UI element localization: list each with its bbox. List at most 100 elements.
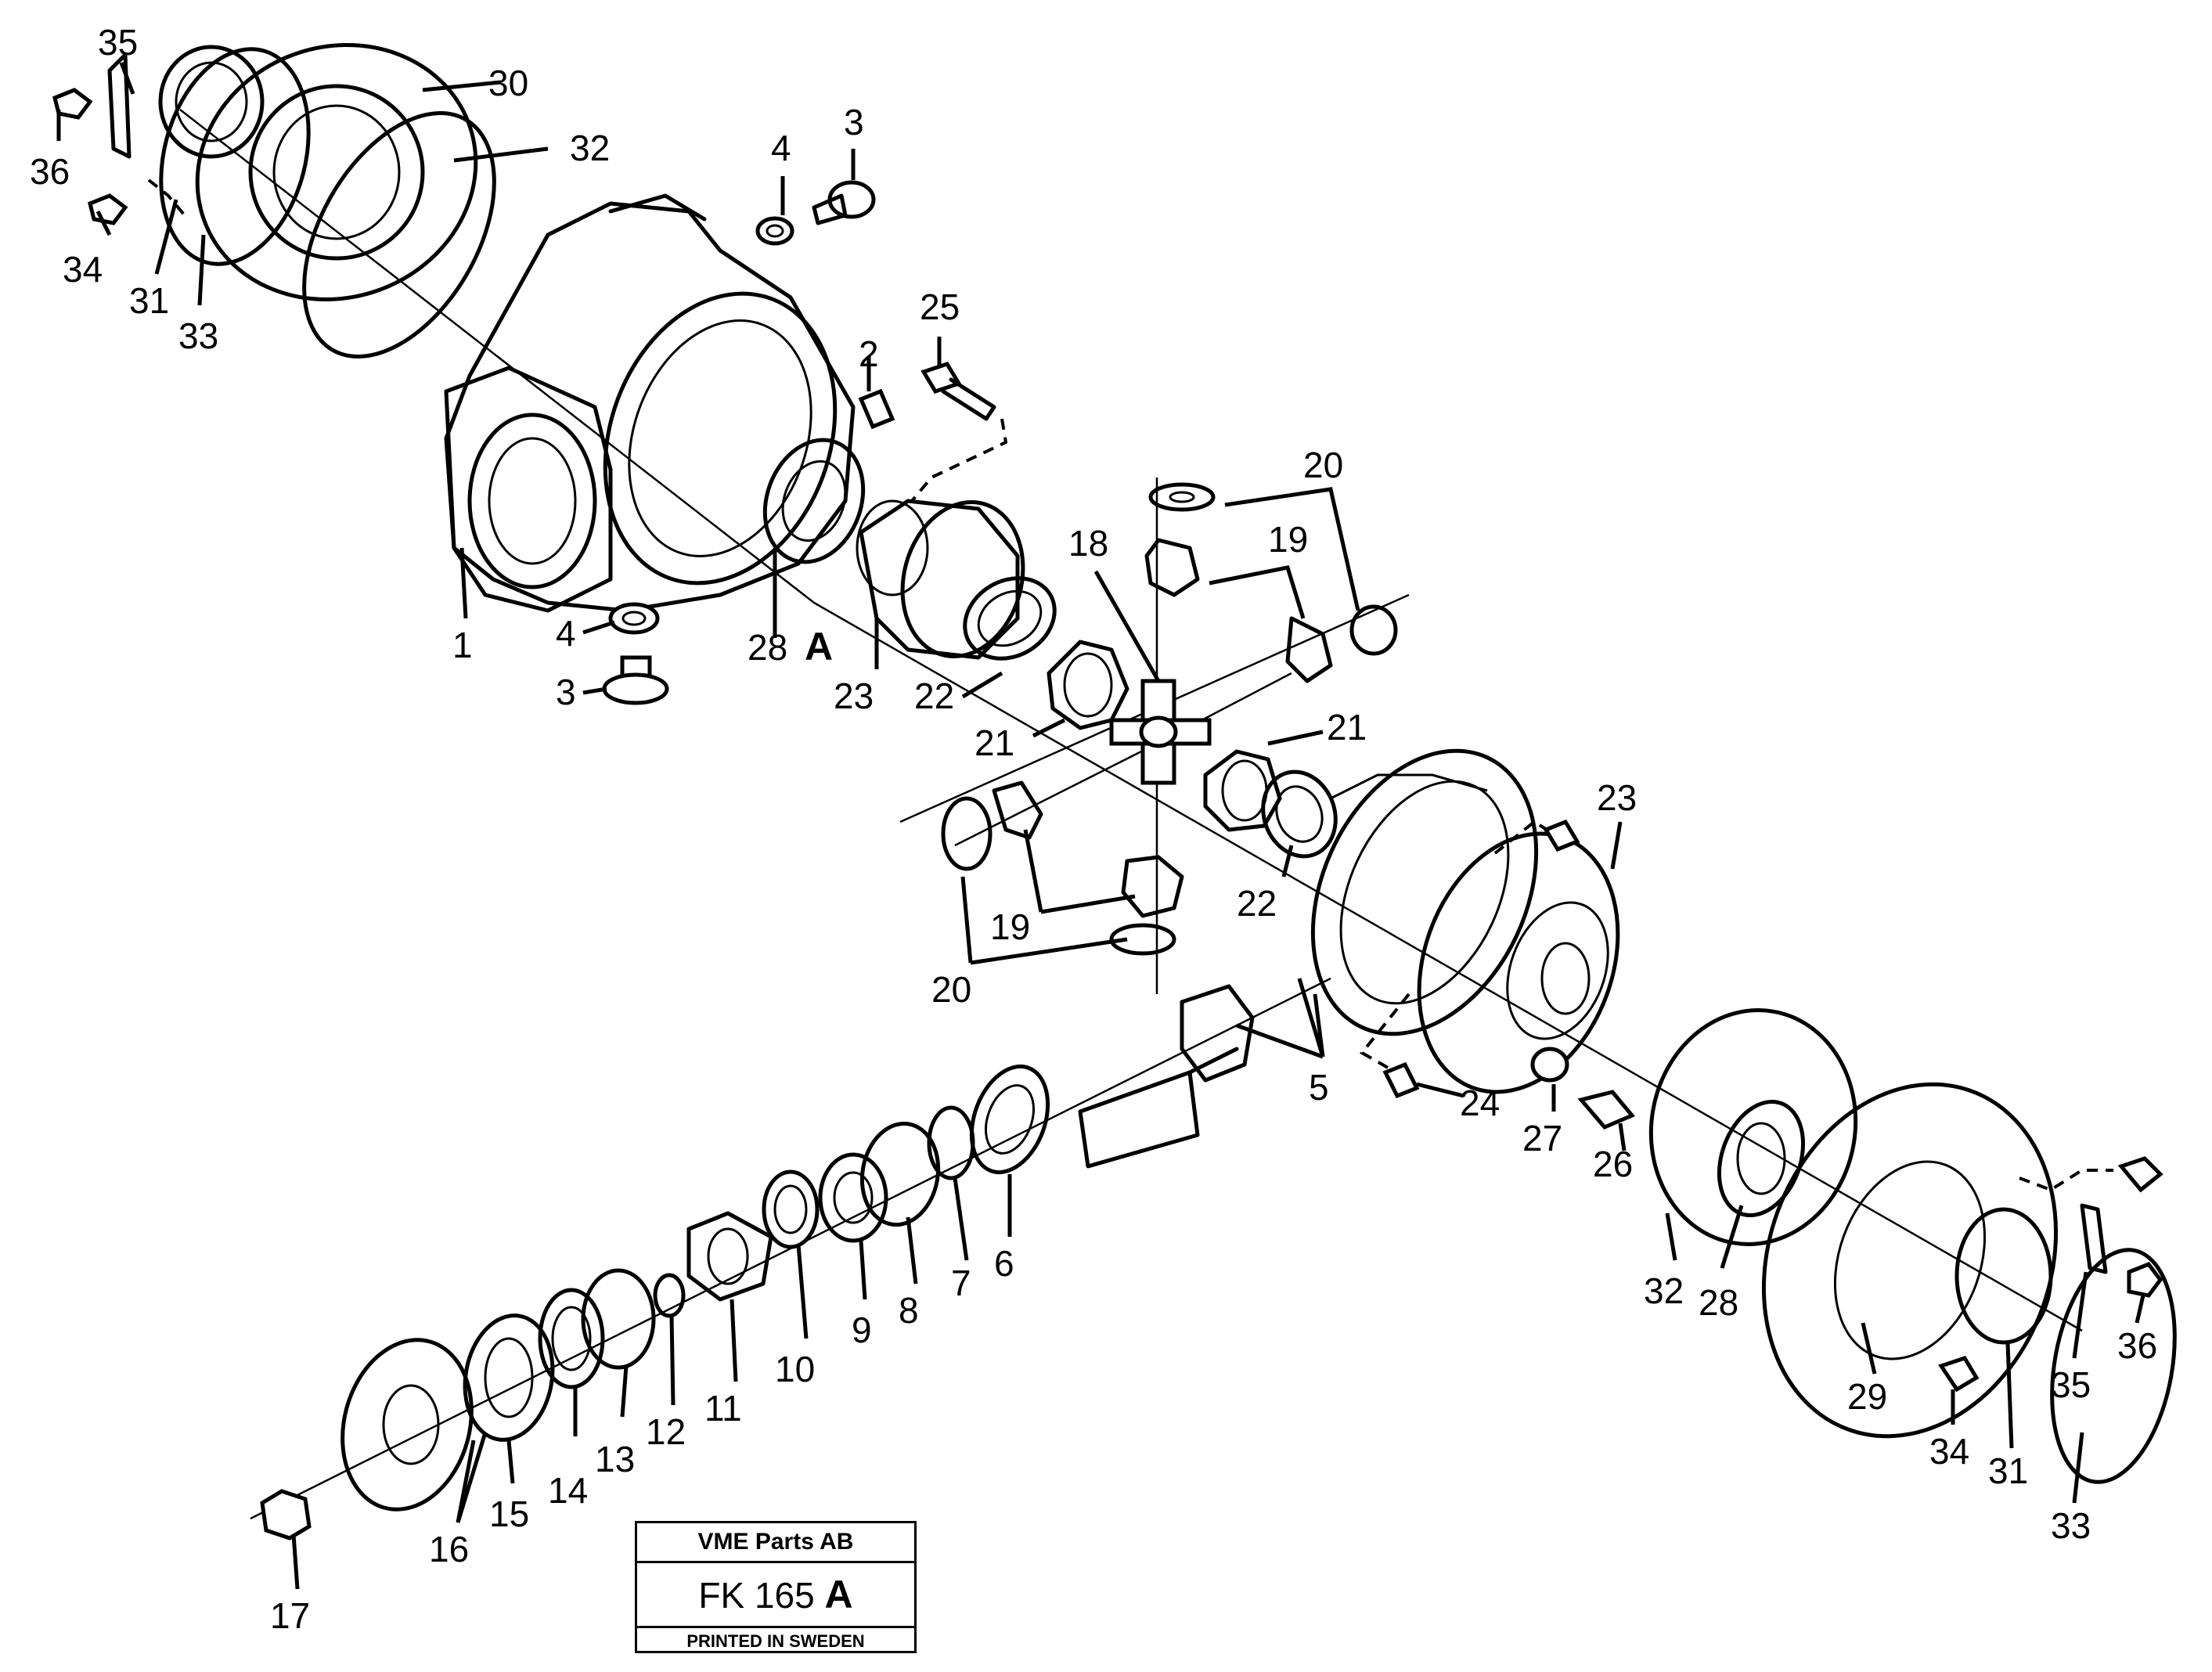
dowel-pin [858,388,895,430]
callout-4-bottom: 4 [556,613,576,654]
callout-21-lower: 21 [1327,707,1367,748]
bolt-25 [920,361,996,421]
callout-14: 14 [548,1470,588,1511]
axle-housing [444,193,856,613]
callout-36-right: 36 [2117,1325,2157,1366]
left-bearing-cap [52,43,496,359]
callout-26: 26 [1593,1144,1633,1184]
nut-17 [260,1489,312,1540]
bolt-34-right [1938,1355,1980,1393]
title-block: VME Parts AB FK 165 A PRINTED IN SWEDEN [635,1521,917,1653]
seal-33-right [2050,1248,2177,1484]
callout-33-right: 33 [2051,1505,2091,1546]
spacer-9 [818,1152,888,1243]
callout-29: 29 [1847,1376,1887,1417]
callout-32-right: 32 [1644,1270,1684,1311]
callout-28-left: 28 [748,627,787,668]
pinion-gear-19-right [1285,604,1398,683]
callout-35-left: 35 [98,22,138,63]
shim-8 [859,1121,941,1227]
plug-and-washer-bottom [602,602,669,705]
callout-2: 2 [859,333,879,374]
callout-22-lower: 22 [1237,883,1277,924]
callout-7: 7 [951,1263,971,1303]
callout-30: 30 [488,63,528,103]
callout-22-upper: 22 [914,676,954,716]
callout-24: 24 [1460,1083,1500,1123]
title-block-company: VME Parts AB [637,1523,914,1563]
callout-13: 13 [595,1439,635,1479]
plug-and-washer-top [755,180,876,246]
callout-16: 16 [429,1529,469,1569]
crown-wheel [1310,748,1539,1036]
side-gear-21-upper [1047,640,1129,730]
thrust-washer-22-lower [1261,769,1338,859]
title-block-printed: PRINTED IN SWEDEN [686,1631,865,1651]
callout-23-left: 23 [834,676,874,716]
callout-5: 5 [1309,1067,1329,1108]
detail-a-label: A [805,625,833,668]
differential-case-half-left [856,499,1025,660]
drive-pinion [1078,984,1255,1169]
callout-18: 18 [1068,523,1108,564]
callout-33-left: 33 [178,315,218,356]
callout-11: 11 [704,1388,742,1429]
lock-plate-35-right [2080,1203,2108,1274]
left-bearing-cap-seal [159,47,311,266]
callout-19-top: 19 [1268,519,1308,560]
callout-9: 9 [852,1310,872,1350]
bearing-cup-14 [538,1288,605,1389]
leader-lines [56,62,2145,1590]
o-ring-12 [653,1273,686,1318]
dashed-connectors [147,178,2113,1192]
seal-15 [463,1313,555,1442]
callout-23-right: 23 [1597,777,1637,818]
callout-34-left: 34 [63,249,103,290]
callout-34-right: 34 [1929,1431,1969,1472]
title-block-code-suffix: A [824,1573,853,1616]
pinion-gear-19-bottom [1109,855,1184,956]
pin-24 [1382,1061,1420,1099]
thrust-washer-22-upper [963,576,1057,661]
differential-case-half-right [1417,831,1620,1094]
title-block-code-row: FK 165 A [637,1563,914,1628]
side-gear-21-lower [1203,749,1282,832]
callout-3-bottom: 3 [556,672,576,712]
callout-8: 8 [899,1290,919,1331]
pin-23-top [1543,819,1580,852]
callout-31-right: 31 [1988,1450,2028,1491]
bolt-26 [1577,1090,1636,1130]
assembly-axes [179,109,2083,1520]
bearing-28-left [762,438,866,564]
bolt-top-right [2117,1156,2163,1193]
callout-10: 10 [775,1349,815,1389]
ring-10 [762,1169,820,1249]
bearing-11 [686,1211,773,1302]
callout-19-bottom: 19 [990,906,1030,947]
callout-1: 1 [452,625,473,665]
callout-25: 25 [920,286,960,327]
callout-32-left: 32 [570,128,610,168]
callout-35-right: 35 [2051,1364,2091,1405]
callout-20-top: 20 [1303,445,1343,485]
callout-17: 17 [270,1595,310,1636]
pinion-gear-19-top [1144,482,1216,597]
companion-flange-16 [340,1338,474,1512]
callout-6: 6 [994,1243,1014,1284]
bolt-36-right [2127,1261,2163,1298]
callout-15: 15 [489,1494,529,1534]
callout-31-left: 31 [129,280,169,321]
callout-4-top: 4 [771,128,791,168]
bearing-cup-13 [581,1268,656,1370]
callout-20-bottom: 20 [931,969,971,1010]
callout-27: 27 [1522,1118,1562,1159]
title-block-code: FK 165 [698,1575,815,1616]
callout-36-left: 36 [30,151,70,192]
shim-7 [927,1105,975,1180]
callout-12: 12 [646,1411,686,1452]
callout-3-top: 3 [844,102,864,142]
bearing-28-right [1717,1099,1806,1218]
spider-cross [1109,679,1212,785]
pinion-gear-19-left [941,780,1043,871]
